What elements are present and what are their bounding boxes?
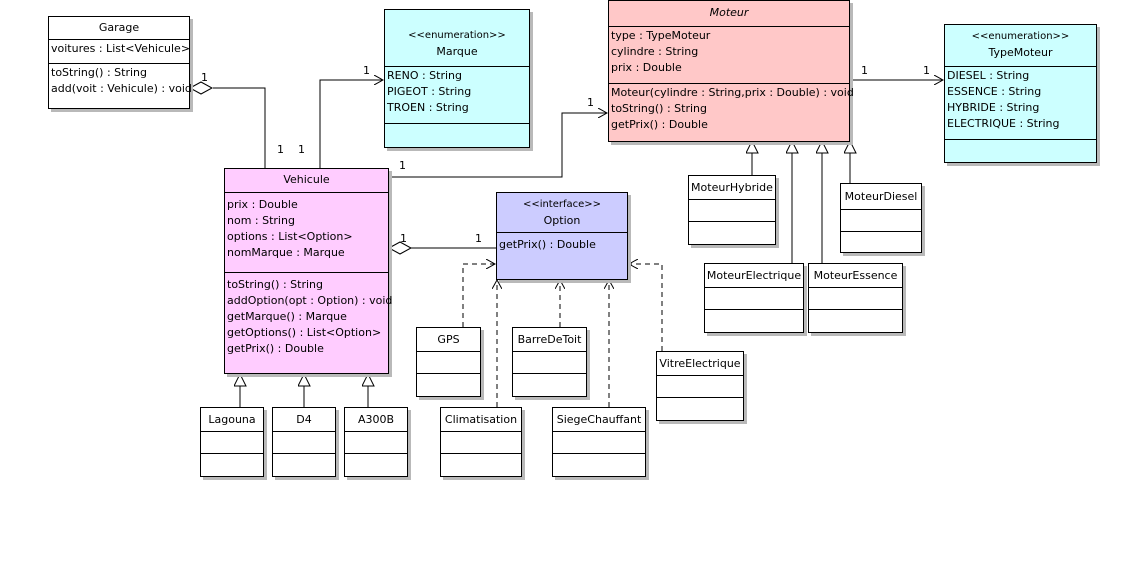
association-vehicule-marque [319, 80, 383, 168]
class-name: MoteurElectrique [706, 269, 802, 282]
multiplicity-typemoteur: 1 [923, 64, 930, 77]
attribute: DIESEL : String [947, 69, 1030, 82]
attribute: nomMarque : Marque [227, 246, 345, 259]
aggregation-diamond-garage [188, 81, 214, 95]
attribute: prix : Double [227, 198, 298, 211]
method: addOption(opt : Option) : void [227, 294, 393, 307]
method: getMarque() : Marque [227, 310, 347, 323]
method: toString() : String [611, 102, 707, 115]
class-name: MoteurHybride [691, 181, 773, 194]
class-moteurhybride[interactable]: MoteurHybride [688, 175, 776, 245]
method: getPrix() : Double [611, 118, 708, 131]
association-vehicule-moteur [388, 113, 607, 178]
realization-vitreelectrique [629, 264, 663, 351]
method: getOptions() : List<Option> [227, 326, 382, 339]
multiplicity-vehicule-marque: 1 [298, 143, 305, 156]
attribute: cylindre : String [611, 45, 699, 58]
attribute: ESSENCE : String [947, 85, 1042, 98]
class-climatisation[interactable]: Climatisation [440, 407, 522, 477]
method: getPrix() : Double [227, 342, 324, 355]
attribute: prix : Double [611, 61, 682, 74]
class-vitreelectrique[interactable]: VitreElectrique [656, 351, 744, 421]
class-name: SiegeChauffant [556, 413, 642, 426]
class-option[interactable]: <<interface>> Option getPrix() : Double [496, 192, 628, 280]
stereotype: <<interface>> [522, 199, 602, 210]
method: Moteur(cylindre : String,prix : Double) … [611, 86, 854, 99]
method: add(voit : Vehicule) : void [51, 82, 192, 95]
method: toString() : String [51, 66, 147, 79]
attribute: voitures : List<Vehicule> [51, 42, 191, 55]
class-name: MoteurEssence [813, 269, 898, 282]
attribute: options : List<Option> [227, 230, 353, 243]
class-name: Moteur [709, 6, 749, 19]
stereotype: <<enumeration>> [971, 31, 1070, 42]
multiplicity-vehicule-garage: 1 [277, 143, 284, 156]
class-name: Marque [436, 45, 478, 58]
aggregation-garage-vehicule [213, 87, 266, 168]
class-moteurdiesel[interactable]: MoteurDiesel [840, 183, 922, 253]
stereotype: <<enumeration>> [408, 30, 506, 41]
multiplicity-vehicule-option: 1 [400, 232, 407, 245]
class-name: A300B [357, 413, 395, 426]
class-siegechauffant[interactable]: SiegeChauffant [552, 407, 646, 477]
multiplicity-moteur-typemoteur: 1 [861, 64, 868, 77]
attribute: ELECTRIQUE : String [947, 117, 1060, 130]
class-barredetoit[interactable]: BarreDeToit [512, 327, 587, 397]
realization-gps [462, 264, 495, 327]
multiplicity-vehicule-moteur: 1 [399, 159, 406, 172]
method: toString() : String [227, 278, 323, 291]
attribute: HYBRIDE : String [947, 101, 1040, 114]
class-a300b[interactable]: A300B [344, 407, 408, 477]
class-name: VitreElectrique [659, 357, 741, 370]
attribute: nom : String [227, 214, 295, 227]
class-garage[interactable]: Garage voitures : List<Vehicule> toStrin… [48, 16, 192, 109]
multiplicity-garage: 1 [201, 71, 208, 84]
class-moteurelectrique[interactable]: MoteurElectrique [704, 263, 804, 333]
multiplicity-marque: 1 [363, 64, 370, 77]
class-name: Option [543, 214, 581, 227]
class-moteur[interactable]: Moteur type : TypeMoteur cylindre : Strin… [608, 0, 854, 142]
class-name: Garage [98, 21, 140, 34]
class-name: TypeMoteur [988, 46, 1053, 59]
class-name: GPS [437, 333, 460, 346]
class-name: Lagouna [208, 413, 256, 426]
class-moteuressence[interactable]: MoteurEssence [808, 263, 903, 333]
method: getPrix() : Double [499, 238, 596, 251]
class-name: MoteurDiesel [844, 190, 918, 203]
attribute: TROEN : String [387, 101, 469, 114]
class-gps[interactable]: GPS [416, 327, 481, 397]
attribute: type : TypeMoteur [611, 29, 711, 42]
class-d4[interactable]: D4 [272, 407, 336, 477]
attribute: RENO : String [387, 69, 463, 82]
attribute: PIGEOT : String [387, 85, 472, 98]
class-name: Climatisation [444, 413, 518, 426]
class-lagouna[interactable]: Lagouna [200, 407, 264, 477]
class-typemoteur[interactable]: <<enumeration>> TypeMoteur DIESEL : Strin… [944, 24, 1097, 163]
class-vehicule[interactable]: Vehicule prix : Double nom : String option… [224, 168, 393, 374]
class-name: Vehicule [283, 173, 330, 186]
class-name: D4 [296, 413, 312, 426]
aggregation-diamond-vehicule [387, 241, 413, 255]
multiplicity-moteur-vehicule: 1 [587, 96, 594, 109]
multiplicity-option: 1 [475, 232, 482, 245]
class-name: BarreDeToit [517, 333, 582, 346]
